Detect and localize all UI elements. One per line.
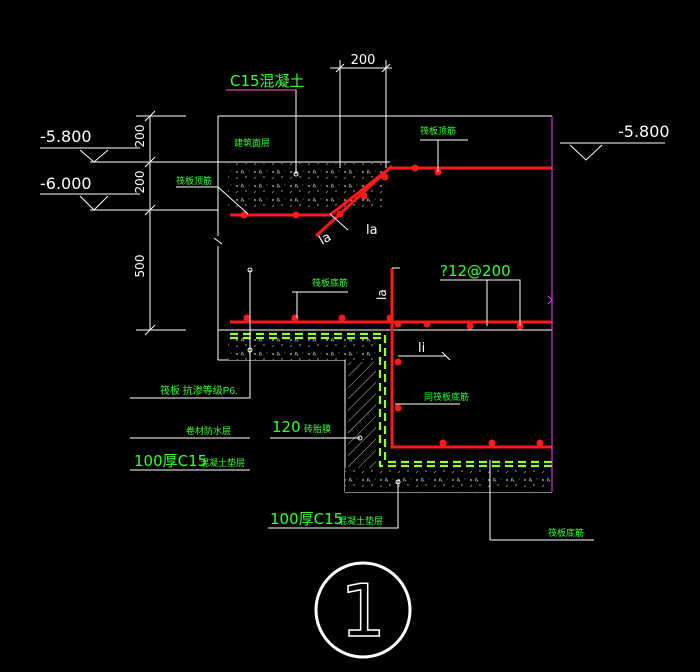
waterproof-layer-line [230,332,552,468]
top-dimension [330,60,392,168]
break-ticks [213,237,223,245]
c15-concrete-label: C15混凝土 [230,72,305,90]
cushion-bottom-label: 100厚C15 [270,510,343,528]
cushion-left-suffix: 混凝土垫层 [200,457,245,468]
elevation-markers [40,142,665,211]
li: li [418,341,425,356]
c15-concrete-fill [228,163,383,211]
la-3: la [375,289,389,300]
leader-dot-bottom [395,479,401,485]
cushion-fill-left [228,338,380,360]
rebar-spec-label: ?12@200 [440,262,511,280]
cushion-left-label: 100厚C15 [134,452,207,470]
raft-bottom-bar-right-label: 筏板底筋 [548,527,584,538]
dim-200-top: 200 [351,53,376,68]
dim-200-a: 200 [133,125,147,148]
anchor-length-marks [329,213,451,361]
raft-bottom-bar-left-label: 筏板底筋 [312,277,348,288]
building-surface-label: 建筑面层 [234,137,270,148]
raft-top-bar-right-label: 筏板顶筋 [420,125,456,136]
leader-dot-c15 [293,171,299,177]
dim-200-b: 200 [133,171,147,194]
waterproof-layer-label: 卷材防水层 [186,425,231,436]
leader-dot-brick [357,435,363,441]
cushion-bottom-suffix: 混凝土垫层 [338,515,383,526]
leader-dot-p6 [247,267,253,273]
sloped-bar [314,164,394,238]
detail-circle [314,561,412,659]
elev-left-2: -6.000 [40,174,92,193]
same-raft-bottom-label: 同筏板底筋 [424,391,469,402]
raft-impermeable-label: 筏板 抗渗等级P6. [160,384,238,397]
cushion-fill-bottom [345,468,552,492]
leader-dot-cushion [247,347,253,353]
raft-top-bar-left-label: 筏板顶筋 [176,175,212,186]
la-2: la [366,223,378,238]
dim-500: 500 [133,255,147,278]
leader-lines [130,89,594,541]
break-mark [547,295,553,305]
elev-left-1: -5.800 [40,127,92,146]
brick-film-suffix: 砖胎膜 [304,423,331,434]
brick-film-label: 120 [272,418,301,436]
rebar-dots [240,164,544,447]
pit-bottom-bar [390,268,552,449]
detail-number: 1 [340,569,386,653]
elev-right: -5.800 [618,122,670,141]
brick-film-hatch [348,362,376,468]
